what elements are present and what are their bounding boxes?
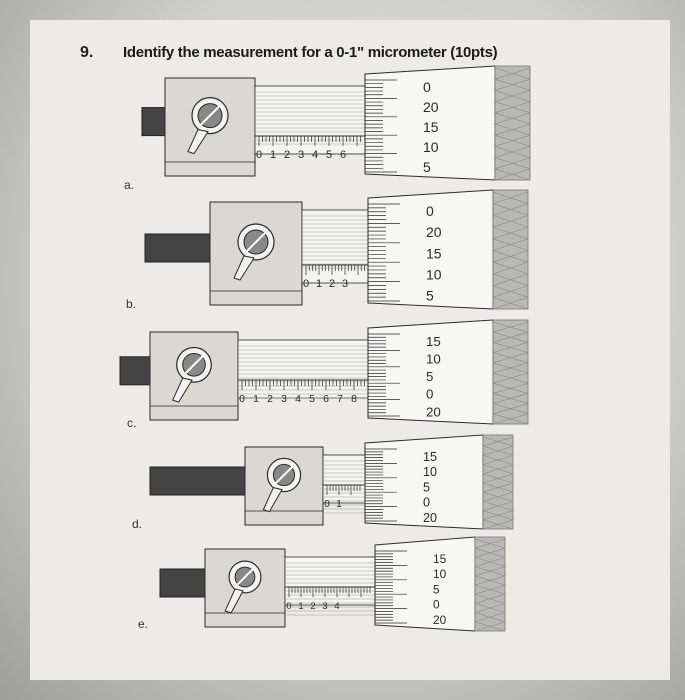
question-title: Identify the measurement for a 0-1" micr… (123, 44, 498, 61)
part-label-b: b. (126, 297, 137, 311)
part-label-c: c. (127, 416, 137, 430)
question-number: 9. (80, 44, 94, 61)
worksheet-page (30, 20, 670, 680)
part-label-d: d. (132, 517, 143, 531)
part-label-a: a. (124, 178, 135, 192)
part-label-e: e. (138, 617, 149, 631)
